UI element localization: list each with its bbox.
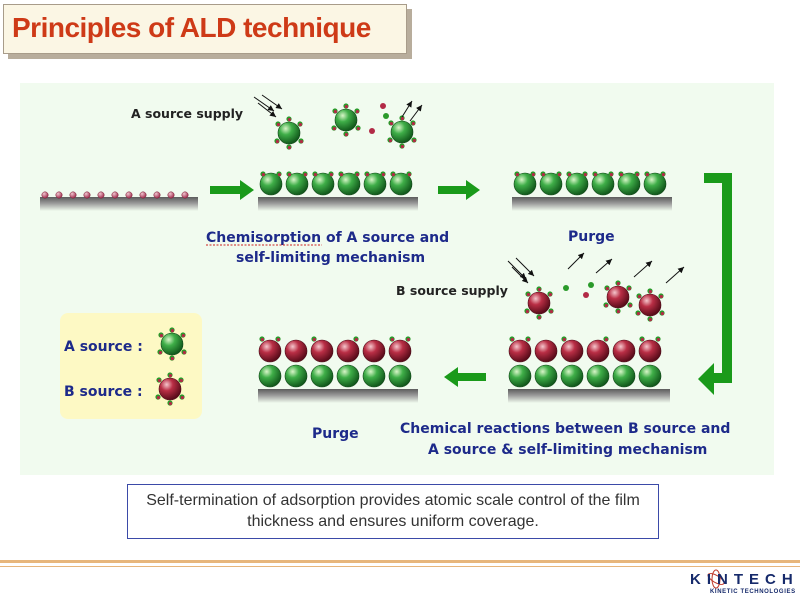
flow-arrow-2 — [438, 180, 480, 200]
legend-a-label: A source : — [64, 339, 143, 355]
label-b-source-supply: B source supply — [396, 283, 508, 298]
initial-substrate — [40, 191, 198, 211]
caption-box: Self-termination of adsorption provides … — [127, 484, 659, 539]
legend: A source : B source : — [60, 313, 202, 419]
label-chemisorption-2: self-limiting mechanism — [236, 250, 425, 266]
reacted-layer — [508, 336, 670, 403]
purged-layer-bottom — [258, 336, 418, 403]
label-reaction-1: Chemical reactions between B source and — [400, 421, 730, 437]
label-reaction-2: A source & self-limiting mechanism — [428, 442, 707, 458]
logo-name: KINTECH — [690, 571, 799, 588]
flow-arrow-3 — [444, 367, 486, 387]
footer-rule — [0, 560, 800, 563]
flow-arrow-1 — [210, 180, 254, 200]
title-box: Principles of ALD technique — [3, 4, 407, 54]
flow-arrow-cycle — [698, 173, 732, 395]
footer-rule-thin — [0, 566, 800, 567]
logo-atom-icon — [707, 569, 725, 589]
kintech-logo: KINTECH KINETIC TECHNOLOGIES — [688, 568, 798, 598]
purged-layer-top — [512, 171, 672, 211]
ald-diagram: A source supply Chemisorption of A sourc… — [20, 83, 774, 475]
label-a-source-supply: A source supply — [131, 106, 243, 121]
b-source-gas — [507, 252, 685, 322]
caption-text: Self-termination of adsorption provides … — [146, 492, 640, 530]
label-purge-top: Purge — [568, 229, 615, 245]
a-source-gas — [253, 94, 423, 150]
label-purge-bottom: Purge — [312, 426, 359, 442]
page-title: Principles of ALD technique — [12, 12, 371, 43]
legend-b-label: B source : — [64, 384, 143, 400]
chemisorbed-layer — [258, 171, 418, 211]
logo-tagline: KINETIC TECHNOLOGIES — [710, 589, 796, 595]
label-chemisorption-1: Chemisorption of A source and — [206, 230, 449, 246]
